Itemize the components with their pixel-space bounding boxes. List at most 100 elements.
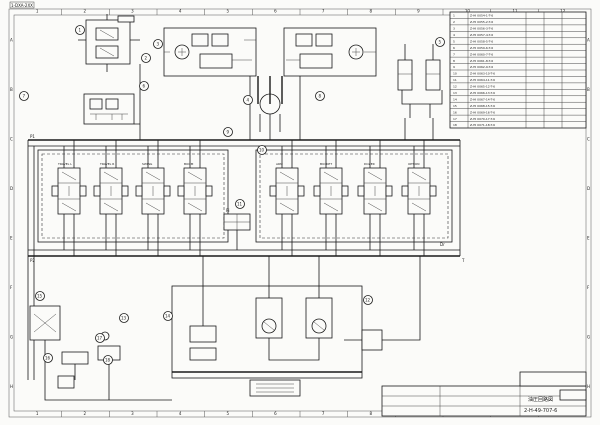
- parts-row-no: 11: [453, 78, 457, 82]
- zone-column-label: 5: [227, 411, 230, 416]
- svg-text:8: 8: [319, 94, 322, 99]
- zone-column-label: 8: [370, 411, 373, 416]
- parts-row-part: Z-HI 0068-15-T-6: [470, 104, 495, 108]
- parts-row-part: Z-HI 0061-8-T-6: [470, 59, 493, 63]
- zone-row-label: G: [10, 334, 13, 339]
- valve-spool: SWING: [135, 140, 171, 256]
- zone-column-label: 4: [179, 9, 182, 14]
- zone-row-label: A: [587, 37, 590, 42]
- boom-cylinders: [397, 44, 443, 118]
- port-label: T: [461, 258, 465, 263]
- zone-column-label: 12: [560, 9, 566, 14]
- valve-spool: BUCKET: [313, 140, 349, 256]
- zone-column-label: 2: [84, 9, 87, 14]
- balloon-callout: 7: [19, 91, 29, 101]
- zone-column-label: 4: [179, 411, 182, 416]
- zone-row-label: B: [587, 87, 590, 92]
- parts-row-part: Z-HI 0055-2-T-6: [470, 20, 493, 24]
- drawing-tag-box: [9, 1, 35, 9]
- balloon-callout: 16: [43, 353, 53, 363]
- zone-column-label: 10: [465, 9, 471, 14]
- zone-column-label: 6: [274, 411, 277, 416]
- zone-column-label: 7: [322, 411, 325, 416]
- parts-row-no: 4: [453, 33, 455, 37]
- parts-row-part: Z-HI 0066-13-T-6: [470, 91, 495, 95]
- zone-column-label: 5: [227, 9, 230, 14]
- zone-row-label: F: [10, 285, 13, 290]
- parts-row-part: Z-HI 0067-14-T-6: [470, 97, 495, 101]
- balloon-callout: 4: [243, 95, 253, 105]
- valve-label: DOZER: [364, 162, 375, 166]
- parts-row-no: 18: [453, 123, 457, 127]
- svg-text:10: 10: [259, 148, 265, 153]
- valve-label: ARM: [276, 162, 283, 166]
- parts-row-part: Z-HI 0064-11-T-6: [470, 78, 495, 82]
- parts-row-part: Z-HI 0060-7-T-6: [470, 52, 493, 56]
- parts-row-part: Z-HI 0056-3-T-6: [470, 27, 493, 31]
- zone-row-label: H: [10, 384, 13, 389]
- parts-row-no: 3: [453, 27, 455, 31]
- valve-label: BUCKET: [320, 162, 332, 166]
- parts-row-no: 1: [453, 14, 455, 18]
- zone-row-label: A: [10, 37, 13, 42]
- parts-row-no: 16: [453, 110, 457, 114]
- svg-text:16: 16: [45, 356, 51, 361]
- relief-block-left: [83, 93, 135, 125]
- zone-row-label: E: [10, 235, 13, 240]
- zone-row-label: G: [587, 334, 590, 339]
- zone-column-label: 1: [36, 411, 39, 416]
- parts-row-part: Z-HI 0069-16-T-6: [470, 110, 495, 114]
- balloon-callout: 3: [153, 39, 163, 49]
- zone-column-label: 6: [274, 9, 277, 14]
- svg-text:4: 4: [247, 98, 250, 103]
- parts-row-no: 6: [453, 46, 455, 50]
- drawing-tag: 1-DXA-2XX: [11, 3, 33, 8]
- parts-row-no: 14: [453, 97, 457, 101]
- center-joint: [257, 76, 283, 132]
- svg-text:5: 5: [439, 40, 442, 45]
- balloon-callout: 10: [257, 145, 267, 155]
- zone-column-label: 2: [84, 411, 87, 416]
- zone-column-label: 3: [131, 411, 134, 416]
- zone-row-label: C: [10, 136, 13, 141]
- balloon-callout: 17: [95, 333, 105, 343]
- valve-spool: OPTION: [401, 140, 437, 256]
- title-block: [381, 371, 587, 417]
- balloon-callout: 1: [75, 25, 85, 35]
- zone-row-label: C: [587, 136, 590, 141]
- valve-label: TRAVEL R: [99, 162, 114, 166]
- parts-row-no: 13: [453, 91, 457, 95]
- main-headers: [27, 64, 461, 380]
- main-pump-unit: [171, 256, 363, 397]
- parts-row-no: 12: [453, 85, 457, 89]
- valve-spool: DOZER: [357, 140, 393, 256]
- zone-row-label: B: [10, 87, 13, 92]
- zone-row-label: D: [587, 186, 590, 191]
- hydraulic-tank: [29, 305, 172, 401]
- balloon-callout: 18: [103, 355, 113, 365]
- parts-row-part: Z-HI 0058-5-T-6: [470, 39, 493, 43]
- balloon-callout: 12: [363, 295, 373, 305]
- parts-row-part: Z-HI 0057-4-T-6: [470, 33, 493, 37]
- parts-row-part: Z-HI 0062-9-T-6: [470, 65, 493, 69]
- zone-column-label: 7: [322, 9, 325, 14]
- svg-text:2: 2: [145, 56, 148, 61]
- svg-text:13: 13: [121, 316, 127, 321]
- svg-text:15: 15: [37, 294, 43, 299]
- parts-row-no: 8: [453, 59, 455, 63]
- parts-row-no: 2: [453, 20, 455, 24]
- parts-row-no: 5: [453, 39, 455, 43]
- balloon-callout: 15: [35, 291, 45, 301]
- parts-row-part: Z-HI 0071-18-T-6: [470, 123, 495, 127]
- port-label: P1: [30, 134, 35, 139]
- svg-text:17: 17: [97, 336, 103, 341]
- zone-row-label: F: [587, 285, 590, 290]
- zone-row-label: H: [587, 384, 590, 389]
- travel-motor-left: [163, 27, 257, 77]
